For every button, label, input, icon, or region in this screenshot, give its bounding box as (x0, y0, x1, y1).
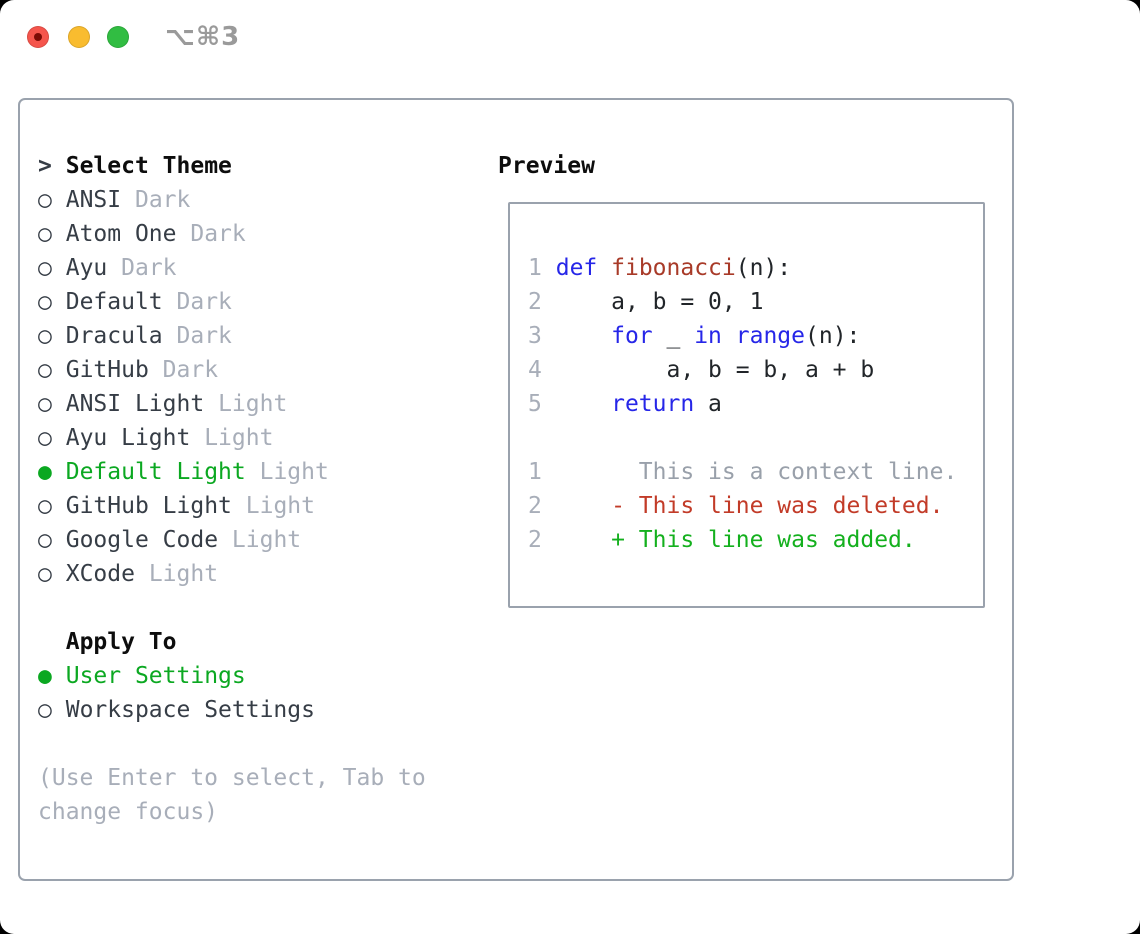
radio-selected-icon: ● (38, 459, 52, 485)
theme-option-ansi-dark[interactable]: ○ ANSI Dark (38, 187, 191, 213)
theme-list-title: > Select Theme (38, 149, 426, 183)
spacer (38, 727, 426, 761)
preview-title: Preview (498, 153, 595, 179)
close-button[interactable] (27, 26, 49, 48)
spacer (528, 421, 983, 455)
help-text-line1: (Use Enter to select, Tab to (38, 765, 426, 791)
radio-icon: ○ (38, 221, 52, 247)
code-line: 3 for _ in range(n): (528, 323, 861, 349)
radio-icon: ○ (38, 323, 52, 349)
theme-option-ansi-light[interactable]: ○ ANSI Light Light (38, 391, 288, 417)
radio-icon: ○ (38, 357, 52, 383)
theme-option-github-dark[interactable]: ○ GitHub Dark (38, 357, 219, 383)
radio-icon: ○ (38, 187, 52, 213)
radio-icon: ○ (38, 493, 52, 519)
radio-icon: ○ (38, 425, 52, 451)
code-line: 2 a, b = 0, 1 (528, 289, 764, 315)
radio-icon: ○ (38, 561, 52, 587)
help-text-line2: change focus) (38, 799, 219, 825)
theme-option-ayu-dark[interactable]: ○ Ayu Dark (38, 255, 177, 281)
zoom-button[interactable] (107, 26, 129, 48)
diff-added-line: 2 + This line was added. (528, 527, 916, 553)
radio-icon: ○ (38, 697, 52, 723)
preview-pane: 1 def fibonacci(n): 2 a, b = 0, 1 3 for … (508, 202, 985, 608)
apply-option-user-settings[interactable]: ● User Settings (38, 663, 246, 689)
spacer (38, 591, 426, 625)
radio-icon: ○ (38, 527, 52, 553)
radio-icon: ○ (38, 289, 52, 315)
window-shortcut-label: ⌥⌘3 (165, 22, 241, 52)
theme-option-google-code-light[interactable]: ○ Google Code Light (38, 527, 302, 553)
apply-to-title: Apply To (38, 625, 426, 659)
code-line: 5 return a (528, 391, 722, 417)
theme-list: > Select Theme ○ ANSI Dark ○ Atom One Da… (38, 149, 426, 829)
theme-option-default-dark[interactable]: ○ Default Dark (38, 289, 232, 315)
code-line: 4 a, b = b, a + b (528, 357, 875, 383)
apply-option-workspace-settings[interactable]: ○ Workspace Settings (38, 697, 315, 723)
radio-icon: ○ (38, 255, 52, 281)
theme-option-atom-one-dark[interactable]: ○ Atom One Dark (38, 221, 246, 247)
minimize-button[interactable] (68, 26, 90, 48)
theme-list-title-label: Select Theme (65, 153, 232, 179)
radio-icon: ○ (38, 391, 52, 417)
code-line: 1 def fibonacci(n): (528, 255, 792, 281)
theme-option-dracula-dark[interactable]: ○ Dracula Dark (38, 323, 232, 349)
theme-option-default-light[interactable]: ● Default Light Light (38, 459, 329, 485)
theme-option-ayu-light[interactable]: ○ Ayu Light Light (38, 425, 274, 451)
theme-option-xcode-light[interactable]: ○ XCode Light (38, 561, 219, 587)
theme-option-github-light[interactable]: ○ GitHub Light Light (38, 493, 315, 519)
preview-content: 1 def fibonacci(n): 2 a, b = 0, 1 3 for … (510, 204, 983, 557)
diff-deleted-line: 2 - This line was deleted. (528, 493, 944, 519)
apply-to-title-label: Apply To (65, 629, 177, 655)
focus-caret-icon: > (38, 153, 52, 179)
radio-selected-icon: ● (38, 663, 52, 689)
diff-context-line: 1 This is a context line. (528, 459, 958, 485)
